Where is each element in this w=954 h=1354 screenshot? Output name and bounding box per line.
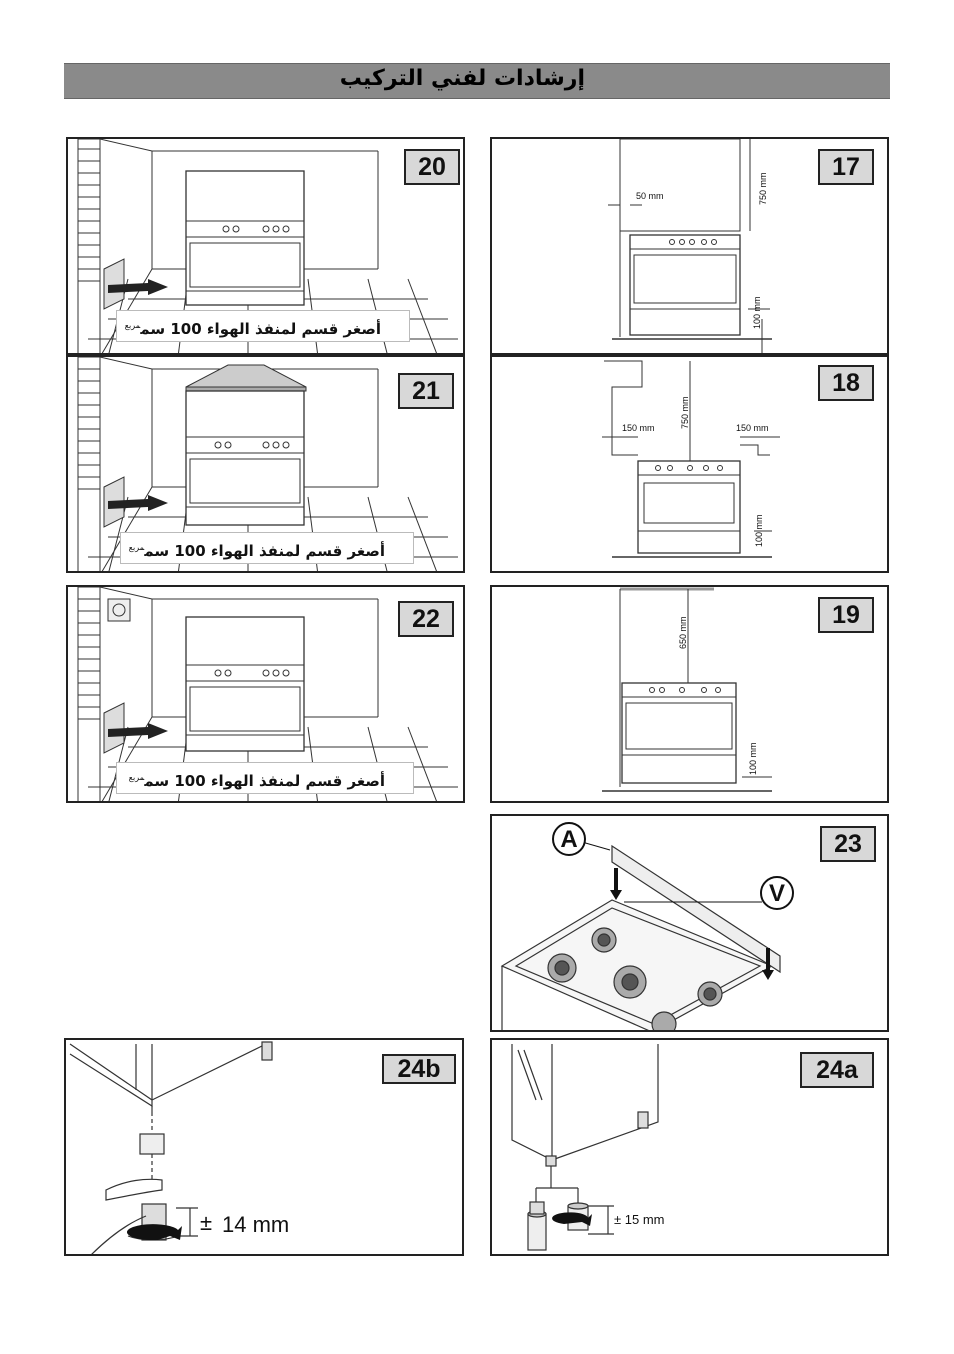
- figure-22-panel: 22 أصغر قسم لمنفذ الهواء 100 سممربع: [66, 585, 465, 803]
- figure-19-illustration: [602, 587, 772, 792]
- figure-23-panel: 23 A V: [490, 814, 889, 1032]
- figure-23-label-v: V: [760, 876, 794, 910]
- figure-24a-adjust: ± 15 mm: [614, 1212, 665, 1227]
- figure-18-number: 18: [818, 365, 874, 401]
- figure-19-dim-bottom: 100 mm: [748, 742, 758, 775]
- section-title: إرشادات لفني التركيب: [339, 66, 585, 91]
- figure-19-number: 19: [818, 597, 874, 633]
- figure-17-panel: 17 750 mm 50 mm 100 mm: [490, 137, 889, 355]
- figure-24b-illustration: [69, 1041, 273, 1254]
- figure-24b-adjust-sign: ±: [200, 1210, 213, 1235]
- figure-19-dim-top: 650 mm: [678, 616, 688, 649]
- figure-21-caption: أصغر قسم لمنفذ الهواء 100 سممربع: [120, 532, 414, 564]
- figure-24b-panel: 24b ± 14 mm: [64, 1038, 464, 1256]
- figure-21-panel: 21 أصغر قسم لمنفذ الهواء 100 سممربع: [66, 355, 465, 573]
- figure-18-panel: 18 750 mm 150 mm 150 mm 100 mm: [490, 355, 889, 573]
- figure-17-dim-bottom: 100 mm: [752, 296, 762, 329]
- figure-20-caption: أصغر قسم لمنفذ الهواء 100 سممربع: [116, 310, 410, 342]
- figure-17-number: 17: [818, 149, 874, 185]
- figure-18-dim-bottom: 100 mm: [754, 514, 764, 547]
- figure-17-dim-side: 50 mm: [636, 191, 664, 201]
- figure-20-panel: 20 أصغر قسم لمنفذ الهواء 100 سممربع: [66, 137, 465, 355]
- figure-24a-illustration: [511, 1044, 659, 1251]
- figure-21-number: 21: [398, 373, 454, 409]
- figure-23-number: 23: [820, 826, 876, 862]
- figure-17-dim-top: 750 mm: [758, 172, 768, 205]
- figure-19-panel: 19 650 mm 100 mm: [490, 585, 889, 803]
- figure-24b-number: 24b: [382, 1054, 456, 1084]
- figure-23-illustration: [500, 841, 781, 1030]
- figure-20-number: 20: [404, 149, 460, 185]
- figure-22-caption: أصغر قسم لمنفذ الهواء 100 سممربع: [116, 762, 414, 794]
- figure-24a-panel: 24a ± 15 mm: [490, 1038, 889, 1256]
- figure-18-dim-top: 750 mm: [680, 396, 690, 429]
- figure-22-number: 22: [398, 601, 454, 637]
- figure-23-label-a: A: [552, 822, 586, 856]
- figure-18-dim-left: 150 mm: [622, 423, 655, 433]
- figure-18-dim-right: 150 mm: [736, 423, 769, 433]
- section-header-banner: إرشادات لفني التركيب: [64, 63, 890, 99]
- figure-24b-adjust-value: 14 mm: [222, 1212, 290, 1237]
- figure-17-illustration: [608, 139, 772, 353]
- figure-18-illustration: [602, 360, 780, 558]
- figure-24a-number: 24a: [800, 1052, 874, 1088]
